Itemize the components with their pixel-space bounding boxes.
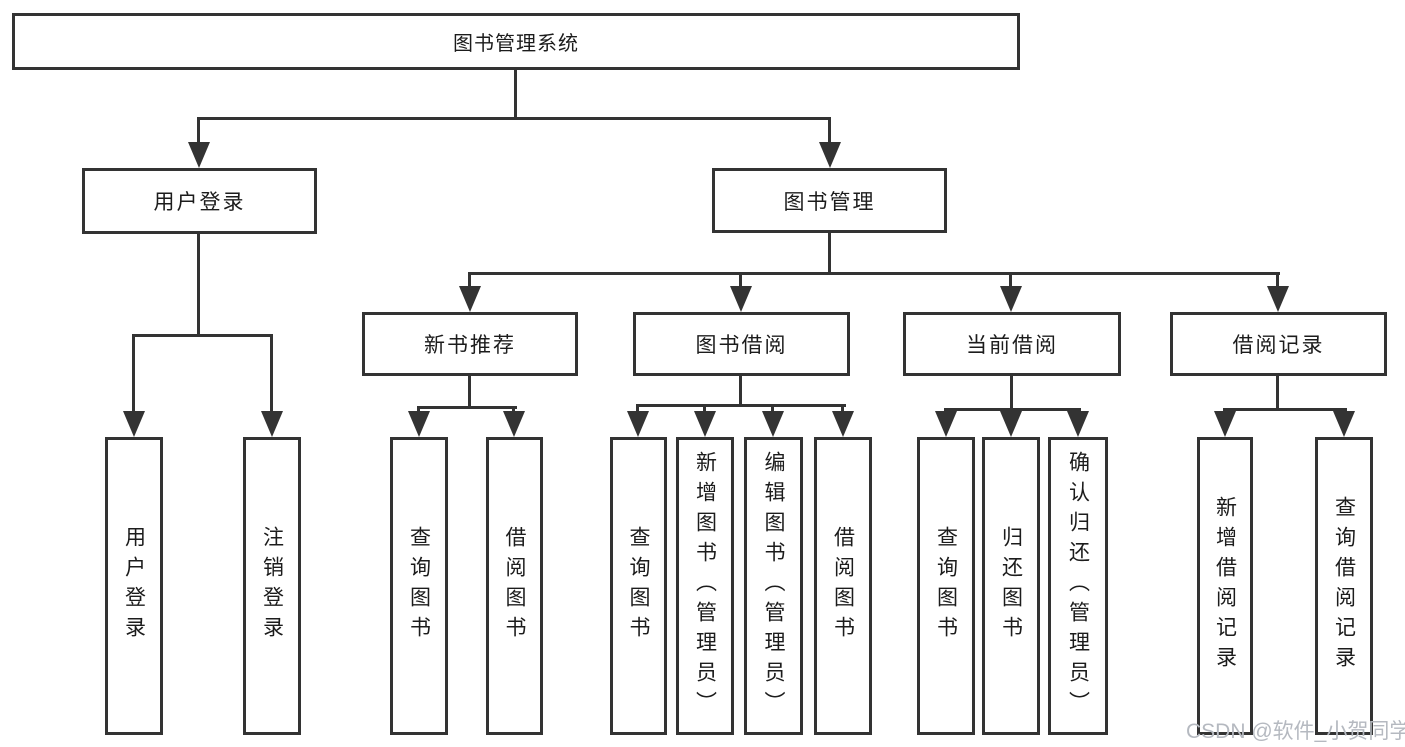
node-user-login: 用户登录 bbox=[82, 168, 317, 234]
connector-line bbox=[468, 272, 1280, 275]
arrow-down-icon bbox=[188, 142, 210, 168]
connector-line bbox=[514, 69, 517, 119]
leaf-logout: 注销登录 bbox=[243, 437, 301, 735]
connector-line bbox=[132, 334, 273, 337]
connector-line bbox=[739, 272, 742, 290]
arrow-down-icon bbox=[1000, 286, 1022, 312]
node-book-management-label: 图书管理 bbox=[783, 190, 876, 214]
connector-line bbox=[197, 117, 831, 120]
leaf-confirm-return-admin-label: 确认归还（管理员） bbox=[1066, 451, 1090, 721]
arrow-down-icon bbox=[694, 411, 716, 437]
connector-line bbox=[468, 272, 471, 290]
node-current-borrowing: 当前借阅 bbox=[903, 312, 1121, 376]
arrow-down-icon bbox=[762, 411, 784, 437]
connector-line bbox=[197, 234, 200, 336]
connector-line bbox=[417, 406, 420, 414]
arrow-down-icon bbox=[832, 411, 854, 437]
leaf-return-books-label: 归还图书 bbox=[999, 526, 1023, 646]
connector-line bbox=[512, 406, 515, 414]
arrow-down-icon bbox=[123, 411, 145, 437]
connector-line bbox=[270, 334, 273, 413]
leaf-query-borrow-record-label: 查询借阅记录 bbox=[1332, 496, 1356, 676]
connector-line bbox=[468, 376, 471, 409]
node-library-system-label: 图书管理系统 bbox=[453, 33, 579, 55]
leaf-add-book-admin: 新增图书（管理员） bbox=[676, 437, 734, 735]
arrow-down-icon bbox=[261, 411, 283, 437]
connector-line bbox=[1276, 376, 1279, 411]
leaf-query-books-borrowing-label: 查询图书 bbox=[627, 526, 650, 646]
leaf-edit-book-admin: 编辑图书（管理员） bbox=[744, 437, 803, 735]
node-book-borrowing-label: 图书借阅 bbox=[695, 334, 788, 357]
arrow-down-icon bbox=[935, 411, 957, 437]
connector-line bbox=[944, 408, 1081, 411]
connector-line bbox=[132, 334, 135, 413]
node-current-borrowing-label: 当前借阅 bbox=[966, 334, 1058, 357]
leaf-edit-book-admin-label: 编辑图书（管理员） bbox=[762, 451, 785, 721]
connector-line bbox=[739, 376, 742, 407]
leaf-borrow-books-borrowing: 借阅图书 bbox=[814, 437, 872, 735]
arrow-down-icon bbox=[627, 411, 649, 437]
leaf-confirm-return-admin: 确认归还（管理员） bbox=[1048, 437, 1108, 735]
leaf-return-books: 归还图书 bbox=[982, 437, 1040, 735]
connector-line bbox=[1010, 376, 1013, 411]
arrow-down-icon bbox=[730, 286, 752, 312]
leaf-borrow-books-recommend-label: 借阅图书 bbox=[503, 526, 526, 646]
csdn-watermark: CSDN @软件_小贺同学 bbox=[1186, 720, 1405, 743]
node-user-login-label: 用户登录 bbox=[153, 191, 246, 214]
node-borrowing-records-label: 借阅记录 bbox=[1232, 334, 1325, 357]
arrow-down-icon bbox=[503, 411, 525, 437]
leaf-user-login: 用户登录 bbox=[105, 437, 163, 735]
connector-line bbox=[1009, 272, 1012, 290]
connector-line bbox=[417, 406, 517, 409]
arrow-down-icon bbox=[819, 142, 841, 168]
connector-line bbox=[841, 404, 844, 414]
arrow-down-icon bbox=[1067, 411, 1089, 437]
leaf-query-borrow-record: 查询借阅记录 bbox=[1315, 437, 1373, 735]
connector-line bbox=[828, 233, 831, 274]
connector-line bbox=[771, 404, 774, 414]
arrow-down-icon bbox=[1267, 286, 1289, 312]
arrow-down-icon bbox=[408, 411, 430, 437]
connector-line bbox=[828, 117, 831, 145]
leaf-add-borrow-record: 新增借阅记录 bbox=[1197, 437, 1253, 735]
arrow-down-icon bbox=[1000, 411, 1022, 437]
leaf-add-book-admin-label: 新增图书（管理员） bbox=[693, 451, 717, 721]
node-new-book-recommendation-label: 新书推荐 bbox=[424, 334, 516, 357]
leaf-logout-label: 注销登录 bbox=[260, 526, 284, 646]
connector-line bbox=[1276, 272, 1279, 290]
arrow-down-icon bbox=[1214, 411, 1236, 437]
leaf-query-books-current-label: 查询图书 bbox=[934, 526, 958, 646]
node-new-book-recommendation: 新书推荐 bbox=[362, 312, 578, 376]
node-book-borrowing: 图书借阅 bbox=[633, 312, 850, 376]
leaf-query-books-recommend-label: 查询图书 bbox=[407, 526, 431, 646]
arrow-down-icon bbox=[1333, 411, 1355, 437]
connector-line bbox=[703, 404, 706, 414]
leaf-query-books-borrowing: 查询图书 bbox=[610, 437, 667, 735]
node-library-system: 图书管理系统 bbox=[12, 13, 1020, 70]
leaf-query-books-recommend: 查询图书 bbox=[390, 437, 448, 735]
leaf-user-login-label: 用户登录 bbox=[122, 526, 146, 646]
arrow-down-icon bbox=[459, 286, 481, 312]
connector-line bbox=[197, 117, 200, 145]
connector-line bbox=[636, 404, 846, 407]
leaf-query-books-current: 查询图书 bbox=[917, 437, 975, 735]
connector-line bbox=[1223, 408, 1347, 411]
leaf-add-borrow-record-label: 新增借阅记录 bbox=[1213, 496, 1237, 676]
connector-line bbox=[636, 404, 639, 414]
leaf-borrow-books-recommend: 借阅图书 bbox=[486, 437, 543, 735]
node-borrowing-records: 借阅记录 bbox=[1170, 312, 1387, 376]
node-book-management: 图书管理 bbox=[712, 168, 947, 233]
leaf-borrow-books-borrowing-label: 借阅图书 bbox=[831, 526, 855, 646]
